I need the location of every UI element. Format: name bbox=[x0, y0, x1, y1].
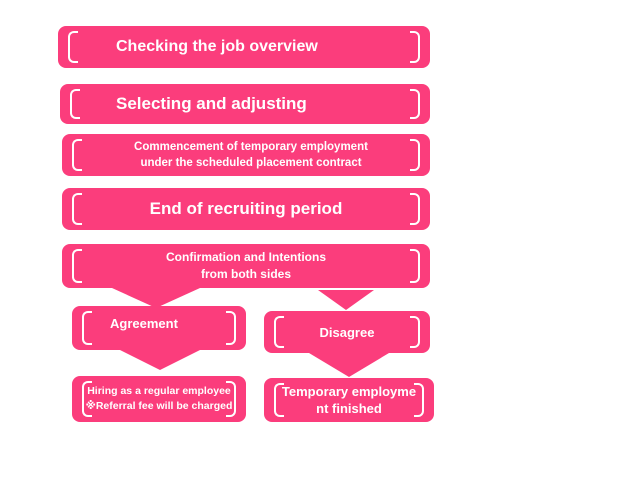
disagree-label: Disagree bbox=[319, 324, 375, 340]
step-1-label: Checking the job overview bbox=[116, 38, 318, 55]
arrow-to-employment-finished bbox=[309, 353, 389, 377]
disagree-result-line-2: nt finished bbox=[316, 401, 382, 416]
arrow-to-agreement bbox=[112, 288, 200, 308]
step-selecting-adjusting: Selecting and adjusting bbox=[60, 84, 430, 124]
result-hiring-regular-employee: Hiring as a regular employee ※Referral f… bbox=[72, 376, 246, 422]
arrow-to-regular-employee bbox=[120, 350, 200, 370]
step-3-line-2: under the scheduled placement contract bbox=[140, 157, 362, 169]
step-commencement-temporary-employment: Commencement of temporary employment und… bbox=[62, 134, 430, 176]
step-3-line-1: Commencement of temporary employment bbox=[134, 141, 368, 153]
agree-result-line-2: ※Referral fee will be charged bbox=[85, 400, 233, 412]
step-4-label: End of recruiting period bbox=[149, 199, 343, 218]
step-5-line-2: from both sides bbox=[200, 267, 291, 281]
arrow-to-disagree bbox=[318, 290, 374, 310]
step-2-label: Selecting and adjusting bbox=[116, 94, 307, 113]
step-confirmation-intentions: Confirmation and Intentions from both si… bbox=[62, 244, 430, 288]
agreement-label: Agreement bbox=[110, 316, 178, 331]
disagree-result-line-1: Temporary employme bbox=[281, 384, 417, 399]
step-5-line-1: Confirmation and Intentions bbox=[166, 250, 326, 264]
step-end-of-recruiting-period: End of recruiting period bbox=[62, 188, 430, 230]
step-checking-job-overview: Checking the job overview bbox=[58, 26, 430, 68]
agree-result-line-1: Hiring as a regular employee bbox=[87, 385, 231, 397]
branch-disagree: Disagree bbox=[264, 311, 430, 353]
result-temporary-employment-finished: Temporary employme nt finished bbox=[264, 378, 434, 422]
branch-agreement: Agreement bbox=[72, 306, 246, 350]
